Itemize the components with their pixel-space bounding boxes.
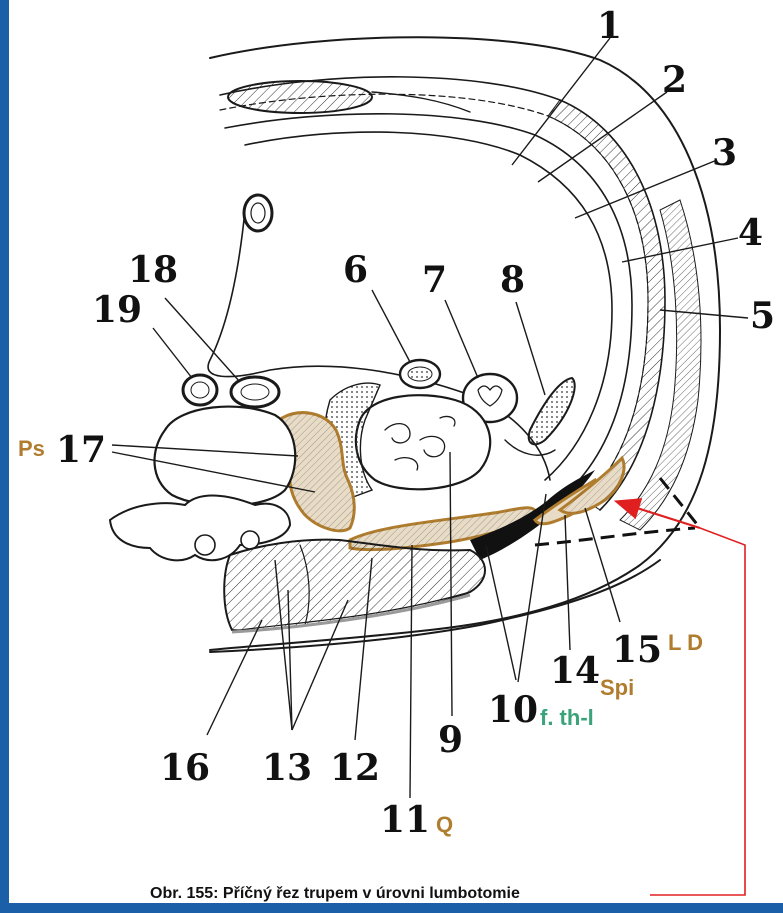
label-7: 7: [422, 259, 447, 301]
label-2: 2: [662, 59, 687, 101]
label-3: 3: [712, 132, 737, 174]
erector-spinae-13: [224, 540, 485, 631]
abdominal-muscle-hatch: [548, 100, 665, 510]
incision-dashed-line-2: [535, 528, 695, 545]
label-14: 14: [550, 650, 600, 692]
abbr-serratus: Spi: [600, 675, 634, 700]
label-18: 18: [128, 249, 178, 291]
abbr-psoas: Ps: [18, 436, 45, 461]
structure-9-kidney: [356, 395, 490, 489]
label-4: 4: [738, 212, 763, 254]
label-15: 15: [612, 629, 662, 671]
abbr-quadratus: Q: [436, 812, 453, 837]
label-1: 1: [597, 5, 622, 47]
label-11: 11: [380, 799, 430, 841]
label-9: 9: [438, 719, 463, 761]
lumbotomy-pointer-line: [650, 528, 745, 895]
label-12: 12: [330, 747, 380, 789]
label-10: 10: [488, 689, 538, 731]
label-17: 17: [56, 429, 106, 471]
rectus-muscle-oval: [228, 81, 372, 113]
figure-caption: Obr. 155: Příčný řez trupem v úrovni lum…: [150, 885, 520, 902]
abbr-latissimus: L D: [668, 630, 703, 655]
structure-18-vessel: [231, 377, 279, 407]
label-5: 5: [750, 295, 775, 337]
label-19: 19: [92, 289, 142, 331]
structure-19-vessel: [183, 375, 217, 405]
bottom-border-strip: [0, 903, 783, 913]
label-16: 16: [160, 747, 210, 789]
vertebral-body: [155, 407, 296, 506]
structure-8-kidney-edge: [529, 378, 575, 444]
label-8: 8: [500, 259, 525, 301]
small-vessel-top: [244, 195, 272, 231]
abbr-thoracolumbar-fascia: f. th-l: [540, 705, 594, 730]
label-13: 13: [262, 747, 312, 789]
label-6: 6: [343, 249, 368, 291]
